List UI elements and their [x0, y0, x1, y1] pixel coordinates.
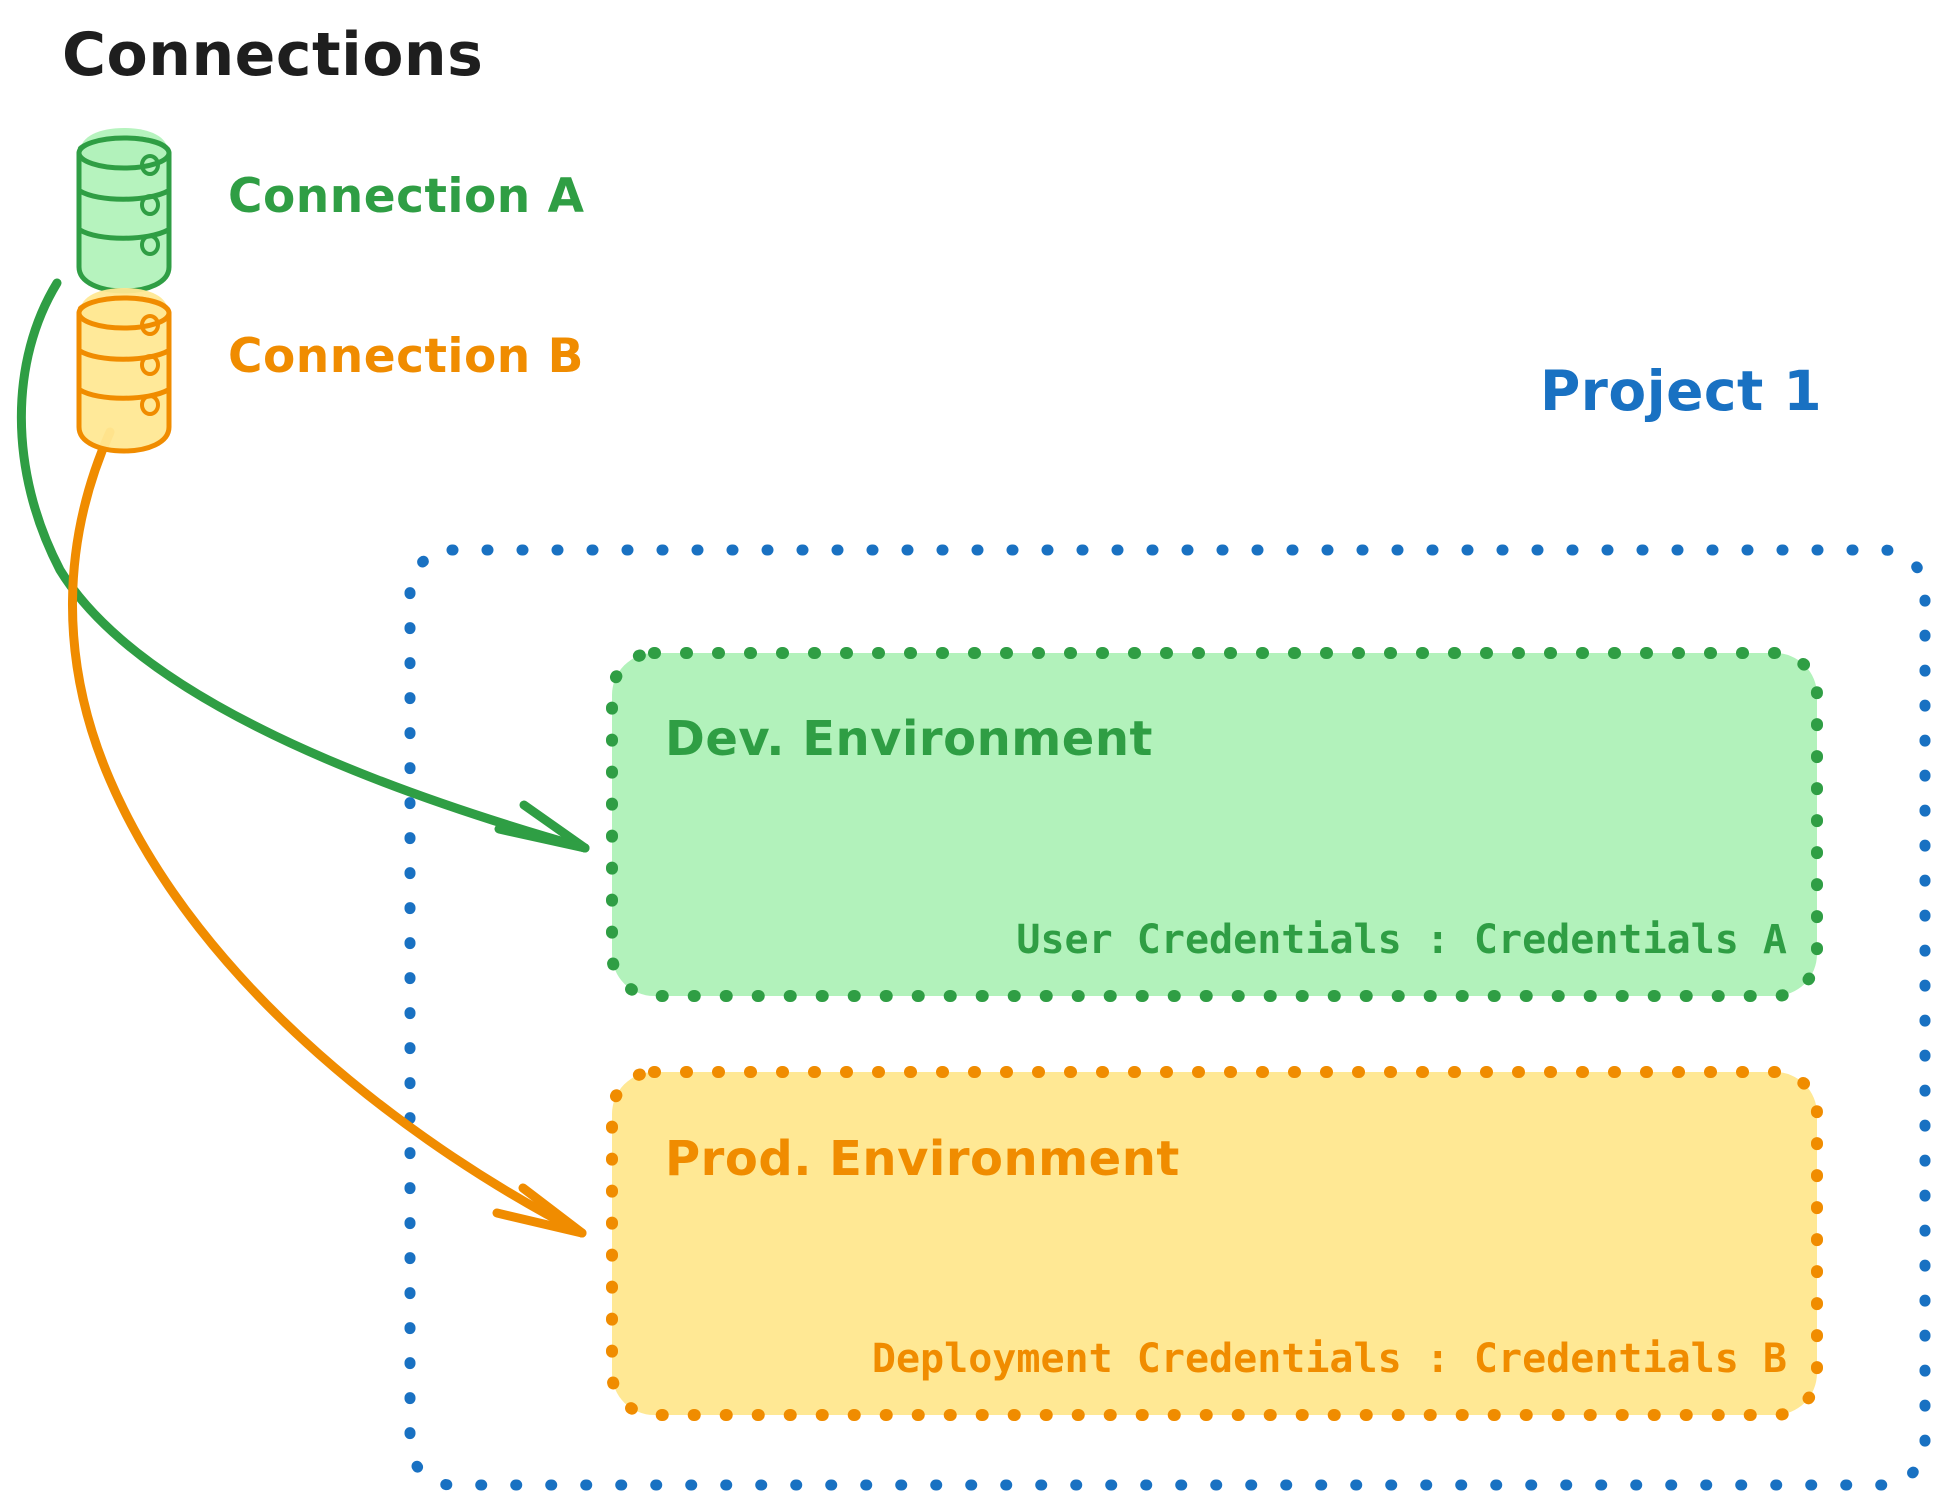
connection-b-label: Connection B [228, 329, 584, 384]
project-label: Project 1 [1540, 359, 1822, 423]
dev-environment-credentials: User Credentials : Credentials A [1016, 917, 1787, 963]
prod-environment-title: Prod. Environment [665, 1131, 1180, 1187]
prod-environment-box[interactable] [606, 1066, 1823, 1421]
dev-environment-title: Dev. Environment [665, 711, 1153, 767]
database-cylinder-icon[interactable] [76, 288, 172, 454]
page-title: Connections [62, 20, 483, 90]
arrow-connection-a-to-dev [16, 278, 590, 853]
database-cylinder-icon[interactable] [76, 128, 172, 294]
connection-a-label: Connection A [228, 169, 585, 224]
project-box[interactable] [404, 544, 1931, 1491]
dev-environment-box[interactable] [606, 647, 1823, 1002]
arrow-connection-b-to-prod [68, 427, 587, 1238]
prod-environment-credentials: Deployment Credentials : Credentials B [872, 1336, 1787, 1382]
